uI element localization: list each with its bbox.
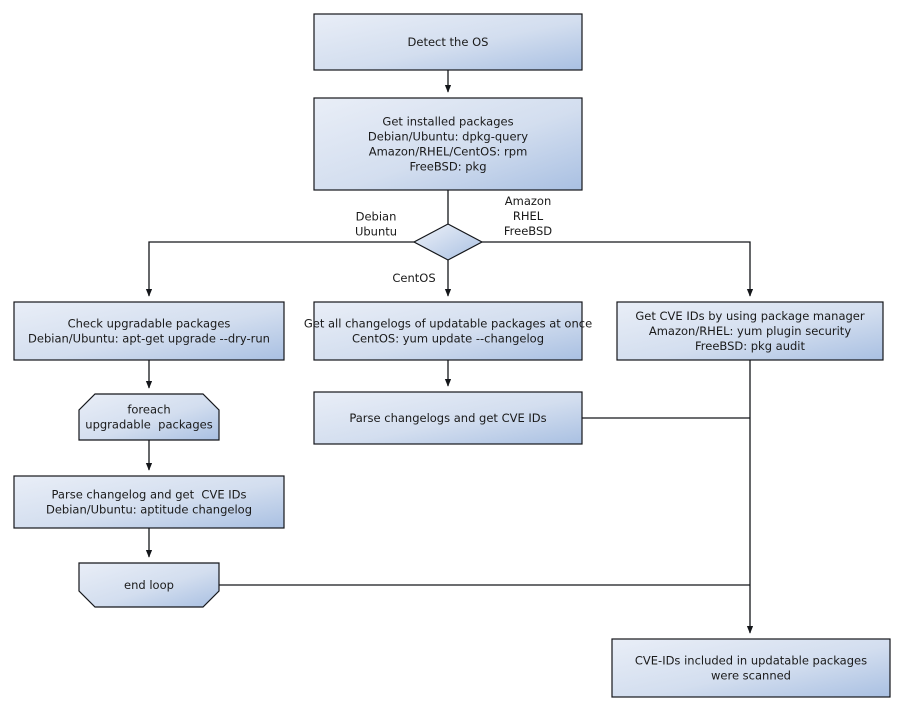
node-shape-get-installed-packages: [313, 97, 583, 191]
node-label-end-loop: end loop: [124, 578, 174, 592]
node-shape-get-all-changelogs: [313, 301, 583, 361]
node-parse-changelogs-cve-ids[interactable]: Parse changelogs and get CVE IDs: [313, 391, 583, 445]
node-shape-parse-changelogs-cve-ids: [313, 391, 583, 445]
node-detect-os[interactable]: Detect the OS: [313, 13, 583, 71]
node-shape-os-decision: [412, 223, 484, 261]
node-shape-get-cve-ids-package-manager: [616, 301, 884, 361]
connector-decision-left-to-check: [145, 241, 414, 297]
node-shape-cve-ids-scanned: [611, 638, 891, 698]
node-label-detect-os: Detect the OS: [408, 35, 489, 49]
connector-decision-right-to-cve: [482, 241, 754, 297]
node-shape-check-upgradable-packages: [13, 301, 285, 361]
node-label-get-all-changelogs: Get all changelogs of updatable packages…: [304, 316, 592, 345]
node-shape-foreach-upgradable-packages: [78, 393, 220, 441]
node-label-parse-changelogs-cve-ids: Parse changelogs and get CVE IDs: [349, 411, 546, 425]
node-shape-end-loop: [78, 562, 220, 608]
node-shape-parse-changelog-cve-ids: [13, 475, 285, 529]
node-get-all-changelogs[interactable]: Get all changelogs of updatable packages…: [304, 301, 592, 361]
connectors-layer: [145, 70, 754, 634]
node-os-decision[interactable]: [412, 223, 484, 261]
label-centos: CentOS: [392, 271, 435, 285]
node-shape-detect-os: [313, 13, 583, 71]
node-end-loop[interactable]: end loop: [78, 562, 220, 608]
